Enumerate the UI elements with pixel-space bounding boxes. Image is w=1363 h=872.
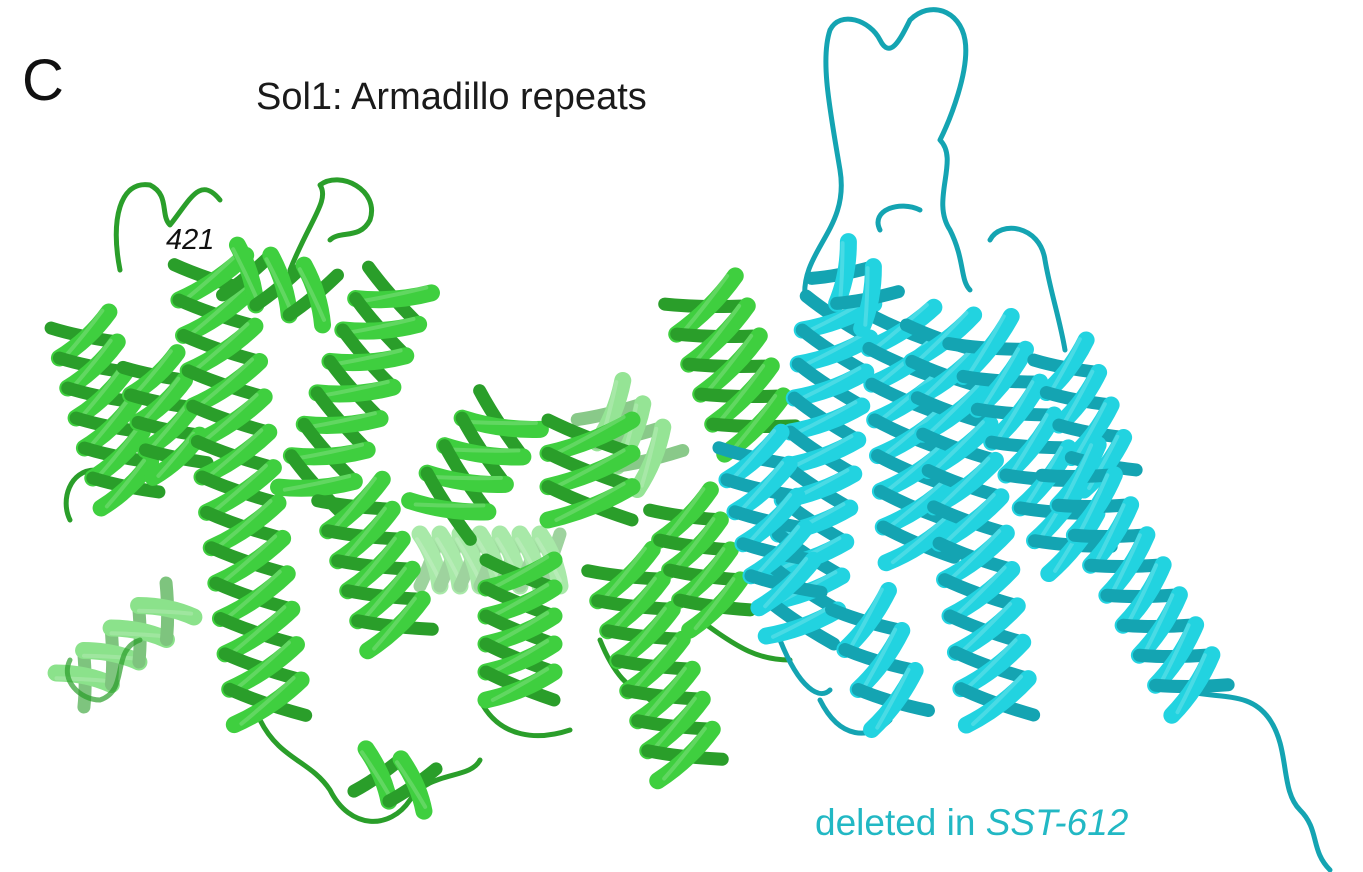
armadillo-helix — [44, 303, 166, 517]
armadillo-helix — [658, 267, 802, 463]
armadillo-helix — [401, 384, 549, 546]
armadillo-helix — [477, 551, 563, 709]
figure-title: Sol1: Armadillo repeats — [256, 76, 647, 118]
residue-label: 421 — [166, 224, 215, 256]
loop — [113, 182, 223, 273]
deleted-helix — [825, 582, 935, 738]
loop — [64, 637, 143, 703]
loop — [477, 697, 573, 738]
deleted-helix — [805, 233, 905, 337]
loop — [697, 617, 793, 663]
deleted-helix — [1027, 331, 1143, 499]
deleted-loop — [875, 203, 923, 233]
deleted-helix — [899, 306, 1041, 734]
loop — [287, 177, 375, 273]
armadillo-helix — [216, 236, 344, 334]
armadillo-helix — [347, 740, 443, 820]
deletion-caption: deleted in SST-612 — [815, 804, 1128, 841]
armadillo-helix — [167, 246, 313, 734]
caption-prefix: deleted in — [815, 802, 976, 843]
armadillo-helix — [270, 260, 440, 520]
deleted-region-domain — [712, 7, 1333, 872]
deleted-helix — [1035, 436, 1235, 724]
armadillo-helix — [311, 470, 439, 660]
armadillo-domain — [44, 177, 802, 824]
loop — [257, 717, 483, 824]
deleted-loop — [987, 225, 1068, 353]
armadillo-helix — [581, 540, 729, 790]
deleted-helix — [712, 423, 828, 617]
armadillo-helix — [643, 481, 757, 639]
deleted-loop — [802, 7, 973, 303]
deleted-tail — [1177, 687, 1333, 872]
armadillo-helix — [539, 411, 641, 529]
deleted-loop — [777, 637, 833, 696]
background-helix — [47, 576, 203, 714]
panel-letter: C — [22, 48, 64, 113]
caption-mutant: SST-612 — [985, 802, 1129, 843]
